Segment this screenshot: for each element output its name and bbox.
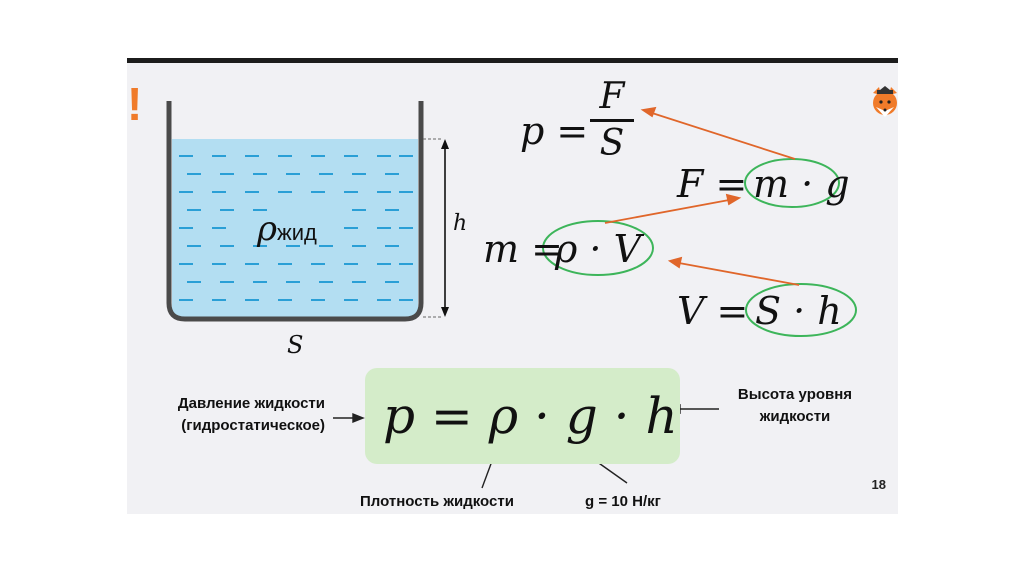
height-label: h xyxy=(453,211,468,236)
vessel-walls xyxy=(166,101,424,322)
force-formula-lhs: F = xyxy=(677,162,748,206)
pressure-label: Давление жидкости (гидростатическое) xyxy=(137,393,325,437)
density-label: ρжид xyxy=(257,209,317,253)
volume-formula-lhs: V = xyxy=(677,289,749,333)
height-description: Высота уровня жидкости xyxy=(725,384,865,428)
density-subscript: жид xyxy=(277,220,317,245)
fraction-denominator: S xyxy=(599,123,625,164)
pressure-formula-lhs: p = xyxy=(520,109,589,153)
fraction-bar xyxy=(590,119,634,122)
area-label: S xyxy=(287,331,304,359)
exclamation-mark: ! xyxy=(127,78,143,130)
gravity-description: g = 10 Н/кг xyxy=(585,493,661,510)
mass-formula-lhs: m = xyxy=(483,227,563,271)
main-formula-box xyxy=(365,368,680,464)
liquid-dashes xyxy=(179,155,413,301)
density-description: Плотность жидкости xyxy=(360,493,514,510)
fraction-numerator: F xyxy=(599,76,625,117)
pressure-fraction: F S xyxy=(590,77,634,164)
page-number: 18 xyxy=(871,477,886,492)
highlight-ellipse-rhov xyxy=(542,220,654,276)
height-description-line2: жидкости xyxy=(759,408,831,425)
fox-logo-icon xyxy=(873,86,897,117)
main-formula: p = ρ · g · h xyxy=(383,387,678,445)
vessel-diagram xyxy=(166,101,857,489)
highlight-ellipse-mg xyxy=(744,158,840,208)
force-formula-rhs: m · g xyxy=(753,162,850,206)
substitution-arrows xyxy=(604,106,800,286)
pressure-label-line2: (гидростатическое) xyxy=(181,417,325,434)
height-description-line1: Высота уровня xyxy=(737,386,853,403)
mass-formula-rhs: ρ · V xyxy=(555,227,642,271)
pressure-label-line1: Давление жидкости xyxy=(177,395,325,412)
highlight-ellipse-sh xyxy=(745,283,857,337)
slide: ! xyxy=(127,58,898,514)
density-symbol: ρ xyxy=(257,209,277,249)
volume-formula-rhs: S · h xyxy=(755,289,842,333)
